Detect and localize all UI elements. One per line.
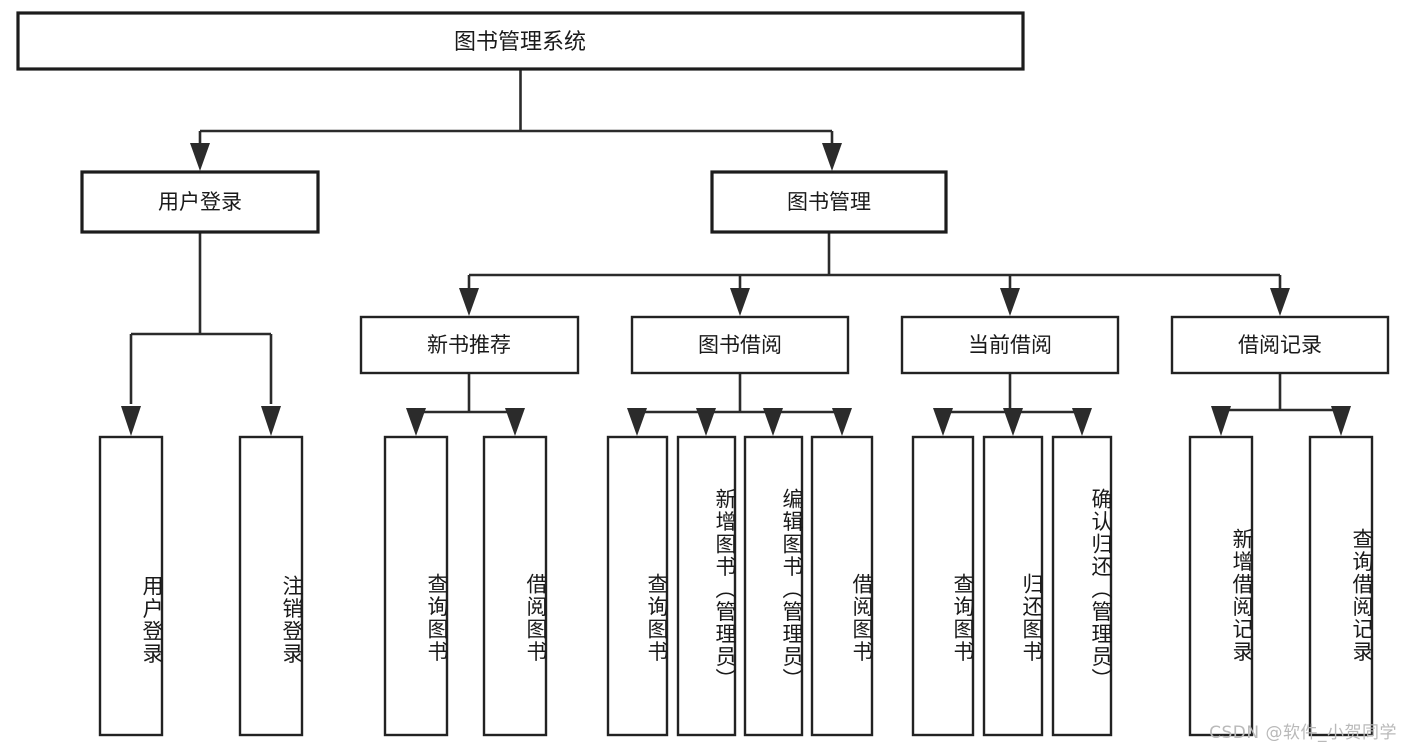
arrowhead-new-book <box>459 288 479 316</box>
node-user-login-label: 用户登录 <box>158 190 242 214</box>
node-borrow-records-rect[interactable] <box>1170 315 1390 375</box>
arrowhead-borrow <box>730 288 750 316</box>
arrowhead-bw-query <box>627 408 647 436</box>
node-user-login-rect[interactable] <box>80 170 320 234</box>
arrowhead-leaf-logout <box>261 406 281 436</box>
arrowhead-cur-query <box>933 408 953 436</box>
arrowhead-user-login <box>190 143 210 171</box>
node-new-book-recommend[interactable]: 新书推荐 <box>359 315 580 375</box>
arrowhead-bw-lend <box>832 408 852 436</box>
arrowhead-cur-return <box>1003 408 1023 436</box>
node-root-label: 图书管理系统 <box>454 30 586 55</box>
leaf-rect-bw-edit-book[interactable] <box>743 435 804 737</box>
leaf-rect-bw-borrow-book[interactable] <box>810 435 874 737</box>
node-book-borrow-label: 图书借阅 <box>698 333 782 357</box>
node-root-rect[interactable] <box>16 11 1025 71</box>
arrowhead-leaf-user-login <box>121 406 141 436</box>
arrowhead-bw-add <box>696 408 716 436</box>
arrowhead-book-mgmt <box>822 143 842 171</box>
arrowhead-nb-query <box>406 408 426 436</box>
node-book-borrow-rect[interactable] <box>630 315 850 375</box>
leaf-rect-rec-query-record[interactable] <box>1308 435 1374 737</box>
arrowhead-bw-edit <box>763 408 783 436</box>
leaf-rect-nb-query-book[interactable] <box>383 435 449 737</box>
arrowhead-rec-query <box>1331 406 1351 436</box>
node-current-borrow-rect[interactable] <box>900 315 1120 375</box>
node-book-management-label: 图书管理 <box>787 190 871 214</box>
node-book-management-rect[interactable] <box>710 170 948 234</box>
node-current-borrow[interactable]: 当前借阅 <box>900 315 1120 375</box>
node-borrow-records-label: 借阅记录 <box>1238 333 1322 357</box>
node-user-login[interactable]: 用户登录 <box>80 170 320 234</box>
node-new-book-recommend-rect[interactable] <box>359 315 580 375</box>
leaf-rect-bw-add-book[interactable] <box>676 435 737 737</box>
node-book-management[interactable]: 图书管理 <box>710 170 948 234</box>
node-layer: 图书管理系统 用户登录 图书管理 新书推荐 图书借阅 <box>16 11 1390 737</box>
node-current-borrow-label: 当前借阅 <box>968 333 1052 357</box>
leaf-rect-rec-add-record[interactable] <box>1188 435 1254 737</box>
arrowhead-nb-borrow <box>505 408 525 436</box>
node-borrow-records[interactable]: 借阅记录 <box>1170 315 1390 375</box>
arrowhead-records <box>1270 288 1290 316</box>
csdn-watermark: CSDN @软件_小贺同学 <box>1209 723 1397 743</box>
node-book-borrow[interactable]: 图书借阅 <box>630 315 850 375</box>
leaf-rect-cur-query-book[interactable] <box>911 435 975 737</box>
node-new-book-recommend-label: 新书推荐 <box>427 333 511 357</box>
arrowhead-current <box>1000 288 1020 316</box>
leaf-rect-nb-borrow-book[interactable] <box>482 435 548 737</box>
leaf-rect-user-login[interactable] <box>98 435 164 737</box>
leaf-rect-bw-query-book[interactable] <box>606 435 669 737</box>
edge-layer <box>121 69 1351 436</box>
leaf-rect-cur-return-book[interactable] <box>982 435 1044 737</box>
leaf-rect-logout[interactable] <box>238 435 304 737</box>
arrowhead-cur-confirm <box>1072 408 1092 436</box>
node-root[interactable]: 图书管理系统 <box>16 11 1025 71</box>
leaf-rect-cur-confirm-return[interactable] <box>1051 435 1113 737</box>
arrowhead-rec-add <box>1211 406 1231 436</box>
